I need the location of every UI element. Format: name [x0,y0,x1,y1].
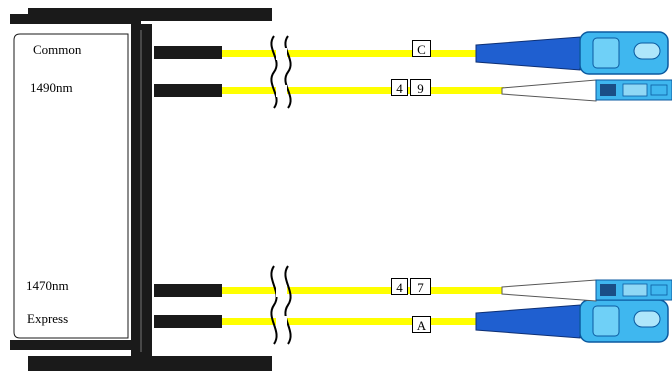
connector-grip [600,284,616,296]
break-gap [276,285,287,297]
fiber-tag-49-first: 4 [391,79,408,96]
fiber-stub-express [154,315,222,328]
fiber-tag-49-second: 9 [410,79,431,96]
sc-connector-express [475,299,669,343]
fiber-tag-47-first: 4 [391,278,408,295]
fiber-tag-a: A [412,316,431,333]
fiber-stub-1490 [154,84,222,97]
break-mark-bottom [270,265,292,345]
connector-latch [622,83,648,97]
break-mark-top [270,35,292,109]
port-label-common: Common [33,42,82,57]
fiber-1490 [222,87,504,94]
housing-panel [13,33,129,339]
break-gap [276,48,287,60]
connector-boot [501,79,597,102]
break-gap [276,85,287,97]
fiber-express [222,318,478,325]
fiber-1470 [222,287,504,294]
fiber-stub-1470 [154,284,222,297]
connector-boot [475,36,581,71]
connector-latch [633,42,661,60]
port-label-1490nm: 1490nm [30,80,73,95]
connector-latch [633,310,661,328]
connector-grip [592,37,620,69]
connector-ferrule [650,84,668,96]
fiber-common [222,50,478,57]
connector-boot [501,279,597,302]
housing-bottom-bar [28,356,272,371]
port-label-1470nm: 1470nm [26,278,69,293]
connector-grip [600,84,616,96]
connector-boot [475,304,581,339]
connector-ferrule [650,284,668,296]
break-gap [276,316,287,328]
fiber-tag-c: C [412,40,431,57]
lc-connector-1490 [501,79,672,102]
connector-latch [622,283,648,297]
connector-grip [592,305,620,337]
fiber-stub-common [154,46,222,59]
port-label-express: Express [27,311,69,326]
fiber-tag-47-second: 7 [410,278,431,295]
sc-connector-common [475,31,669,75]
lc-connector-1470 [501,279,672,302]
